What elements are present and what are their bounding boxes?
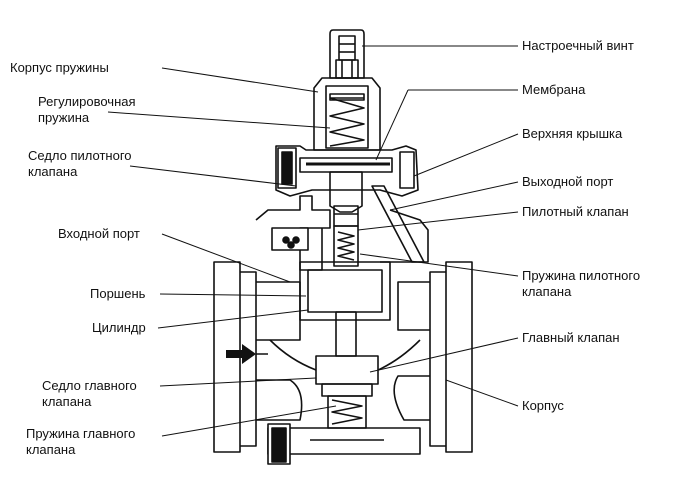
leader-lines-left	[107, 67, 337, 437]
spring-housing-part	[313, 77, 381, 151]
pilot-valve-part	[329, 171, 363, 267]
label-adjusting-spring: Регулировочная пружина	[38, 94, 136, 125]
leader-lines-right	[357, 45, 519, 407]
label-spring-housing: Корпус пружины	[10, 60, 109, 75]
label-main-valve-seat: Седло главного клапана	[42, 378, 137, 409]
upper-cover-part	[275, 145, 419, 197]
cylinder-part	[299, 261, 391, 357]
label-piston: Поршень	[90, 286, 146, 301]
body-left-flange	[213, 261, 303, 453]
label-pilot-valve: Пилотный клапан	[522, 204, 629, 219]
label-diaphragm: Мембрана	[522, 82, 586, 97]
main-valve-part	[269, 339, 421, 429]
adjusting-screw-part	[329, 29, 365, 79]
label-adjusting-screw: Настроечный винт	[522, 38, 634, 53]
label-body: Корпус	[522, 398, 564, 413]
flow-arrow-icon	[226, 344, 268, 364]
body-upper	[255, 195, 429, 271]
outlet-passage	[371, 185, 425, 263]
bottom-plug	[267, 423, 421, 465]
label-outlet-port: Выходной порт	[522, 174, 614, 189]
label-inlet-port: Входной порт	[58, 226, 140, 241]
label-cylinder: Цилиндр	[92, 320, 146, 335]
body-right-flange	[393, 261, 473, 453]
label-main-valve: Главный клапан	[522, 330, 620, 345]
label-pilot-valve-seat: Седло пилотного клапана	[28, 148, 132, 179]
label-main-valve-spring: Пружина главного клапана	[26, 426, 136, 457]
label-pilot-valve-spring: Пружина пилотного клапана	[522, 268, 641, 299]
label-upper-cover: Верхняя крышка	[522, 126, 623, 141]
